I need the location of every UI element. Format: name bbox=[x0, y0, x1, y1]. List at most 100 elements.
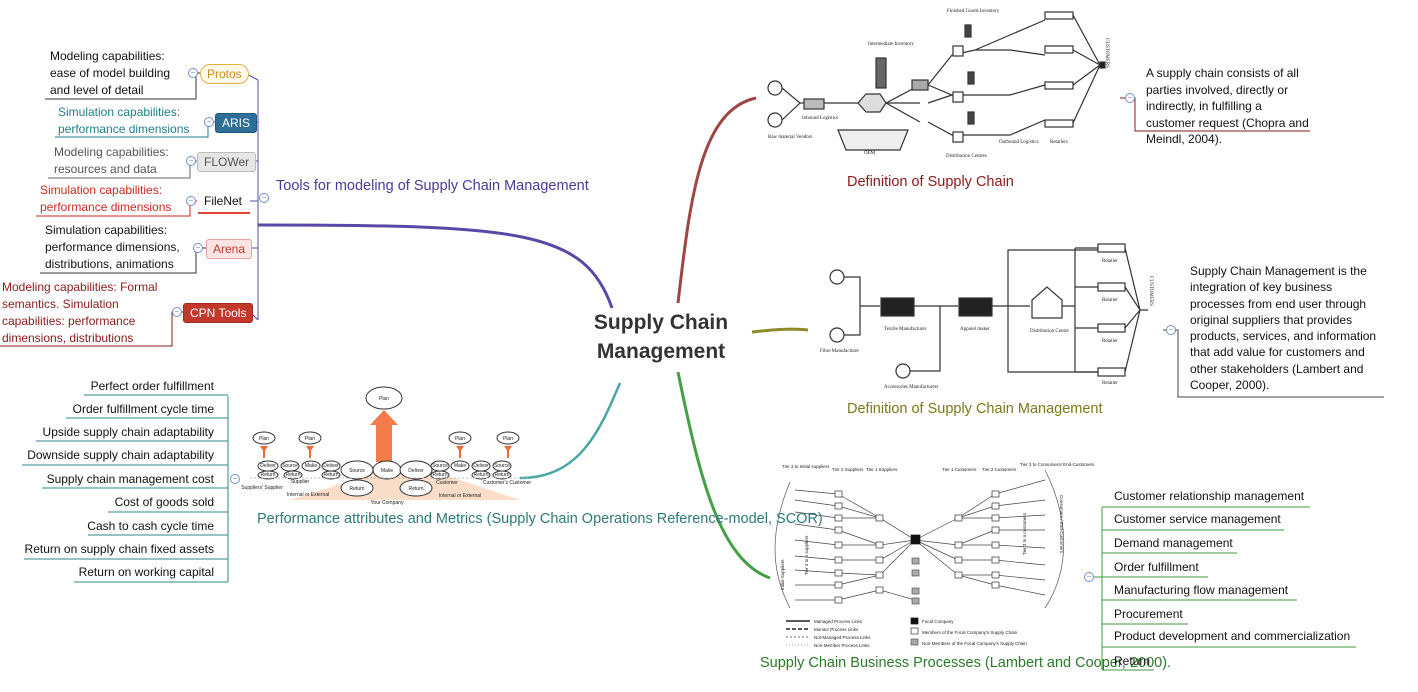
collapse-icon[interactable]: − bbox=[259, 193, 269, 203]
process-item[interactable]: Demand management bbox=[1114, 536, 1233, 550]
scor-metric[interactable]: Supply chain management cost bbox=[46, 472, 214, 486]
sc-label: Intermediate Inventory bbox=[868, 42, 914, 47]
scor-metric-lines bbox=[22, 394, 228, 583]
tool-tag-protos[interactable]: Protos bbox=[200, 64, 249, 84]
scor-plan: Plan bbox=[503, 436, 513, 442]
scor-label: Internal or External bbox=[287, 492, 329, 498]
collapse-icon[interactable]: − bbox=[1125, 93, 1135, 103]
net-legend: Members of the Focal Company's Supply Ch… bbox=[922, 630, 1018, 635]
tool-tag-filenet[interactable]: FileNet bbox=[204, 194, 243, 208]
scor-process: Deliver bbox=[408, 468, 424, 474]
collapse-icon[interactable]: − bbox=[204, 117, 214, 127]
sc-label: Inbound Logistics bbox=[802, 116, 838, 121]
tool-note-flower: Modeling capabilities: resources and dat… bbox=[54, 145, 169, 176]
scor-small-process: Make bbox=[305, 463, 317, 469]
scor-small-process: Source bbox=[494, 463, 510, 469]
scor-return: Return bbox=[323, 472, 338, 478]
scor-label: Internal or External bbox=[439, 493, 481, 499]
scm-label: Textile Manufacturer bbox=[884, 327, 927, 332]
definition-sc-note: A supply chain consists of all parties i… bbox=[1146, 66, 1309, 146]
net-header: Tier 2 Customers bbox=[982, 467, 1017, 472]
tool-tag-flower[interactable]: FLOWer bbox=[197, 152, 257, 172]
process-item[interactable]: Customer relationship management bbox=[1114, 489, 1305, 503]
scor-metric[interactable]: Order fulfillment cycle time bbox=[72, 402, 214, 416]
scor-metric[interactable]: Return on supply chain fixed assets bbox=[24, 542, 214, 556]
collapse-icon[interactable]: − bbox=[172, 307, 182, 317]
scor-return: Return bbox=[494, 472, 509, 478]
topic-definition-sc[interactable]: Definition of Supply Chain bbox=[847, 174, 1014, 190]
scor-process: Source bbox=[349, 468, 365, 474]
tool-tag-arena[interactable]: Arena bbox=[206, 239, 253, 259]
scor-process: Return bbox=[349, 486, 364, 492]
scor-process: Return bbox=[408, 486, 423, 492]
tool-note-filenet: Simulation capabilities: performance dim… bbox=[40, 183, 172, 214]
topic-tools[interactable]: Tools for modeling of Supply Chain Manag… bbox=[276, 178, 589, 194]
process-item[interactable]: Manufacturing flow management bbox=[1114, 583, 1289, 597]
topic-definition-scm[interactable]: Definition of Supply Chain Management bbox=[847, 401, 1103, 417]
supply-chain-diagram bbox=[767, 11, 1106, 151]
collapse-icon[interactable]: − bbox=[193, 243, 203, 253]
definition-scm-note: Supply Chain Management is the integrati… bbox=[1190, 264, 1377, 393]
sc-label: OEM bbox=[864, 151, 876, 156]
scor-metric[interactable]: Cash to cash cycle time bbox=[87, 519, 214, 533]
scm-label: Fibre Manufacturer bbox=[820, 349, 859, 354]
collapse-icon[interactable]: − bbox=[230, 474, 240, 484]
net-header: Tier 3 to Initial suppliers bbox=[782, 464, 830, 469]
scor-metric[interactable]: Perfect order fulfillment bbox=[90, 379, 214, 393]
scm-label: Accessories Manufacturers bbox=[884, 385, 938, 390]
net-header: Tier 2 Suppliers bbox=[832, 467, 864, 472]
scm-label: Distribution Centre bbox=[1030, 329, 1070, 334]
scor-label: Your Company bbox=[371, 500, 404, 506]
net-header: Tier 1 Customers bbox=[942, 467, 977, 472]
tool-tag-cpn-tools[interactable]: CPN Tools bbox=[183, 303, 254, 323]
process-item[interactable]: Order fulfillment bbox=[1114, 560, 1199, 574]
scor-label: Customer bbox=[436, 480, 458, 486]
scor-metric[interactable]: Return on working capital bbox=[78, 565, 214, 579]
scm-label: Retailer bbox=[1102, 381, 1118, 386]
scor-metric[interactable]: Downside supply chain adaptability bbox=[27, 448, 214, 462]
branch-processes bbox=[676, 371, 771, 580]
topic-business-processes[interactable]: Supply Chain Business Processes (Lambert… bbox=[760, 655, 1172, 671]
processes-bracket bbox=[1092, 507, 1103, 670]
scor-diagram: Plan Plan Plan Plan Plan Source Make Del… bbox=[241, 386, 531, 506]
branch-scor bbox=[519, 382, 622, 480]
tool-note-protos: Modeling capabilities: ease of model bui… bbox=[50, 49, 171, 97]
net-side: Tier 3 to n customers bbox=[1022, 512, 1027, 555]
scm-label: Retailer bbox=[1102, 259, 1118, 264]
tool-tag-aris[interactable]: ARIS bbox=[215, 113, 258, 133]
process-item[interactable]: Procurement bbox=[1114, 607, 1183, 621]
scor-plan: Plan bbox=[455, 436, 465, 442]
process-item[interactable]: Customer service management bbox=[1114, 512, 1281, 526]
net-legend: Managed Process Links bbox=[814, 619, 863, 624]
collapse-icon[interactable]: − bbox=[1166, 325, 1176, 335]
collapse-icon[interactable]: − bbox=[1084, 572, 1094, 582]
process-item[interactable]: Return bbox=[1114, 654, 1151, 668]
tool-note-aris: Simulation capabilities: performance dim… bbox=[58, 105, 190, 136]
sc-label: CUSTOMERS bbox=[1104, 38, 1109, 68]
collapse-icon[interactable]: − bbox=[188, 68, 198, 78]
scor-small-process: Deliver bbox=[473, 463, 489, 469]
scor-label: Supplier bbox=[291, 479, 310, 485]
scm-label: Apparel maker bbox=[960, 327, 990, 332]
scor-metric[interactable]: Upside supply chain adaptability bbox=[42, 425, 214, 439]
branch-def-sc bbox=[676, 96, 757, 304]
net-header: Tier 1 Suppliers bbox=[866, 467, 898, 472]
topic-scor[interactable]: Performance attributes and Metrics (Supp… bbox=[257, 511, 823, 527]
scor-metric[interactable]: Cost of goods sold bbox=[114, 495, 214, 509]
collapse-icon[interactable]: − bbox=[186, 196, 196, 206]
net-legend: Not-Managed Process Links bbox=[814, 635, 871, 640]
net-legend: Non-Members of the Focal Company's Suppl… bbox=[922, 641, 1027, 646]
sc-label: Finished Goods Inventory bbox=[947, 9, 1000, 14]
scor-small-process: Source bbox=[432, 463, 448, 469]
collapse-icon[interactable]: − bbox=[186, 156, 196, 166]
sc-label: Distribution Centres bbox=[946, 154, 987, 159]
scor-small-process: Make bbox=[454, 463, 466, 469]
central-topic[interactable]: Supply Chain Management bbox=[593, 311, 729, 363]
branch-tools bbox=[257, 223, 614, 309]
process-lines bbox=[1102, 506, 1356, 671]
sc-label: Retailers bbox=[1050, 140, 1068, 145]
process-item[interactable]: Product development and commercializatio… bbox=[1114, 629, 1351, 643]
supply-chain-diagram-labels: Raw material Vendors Inbound Logistics I… bbox=[768, 9, 1109, 159]
sc-label: Raw material Vendors bbox=[768, 135, 812, 140]
